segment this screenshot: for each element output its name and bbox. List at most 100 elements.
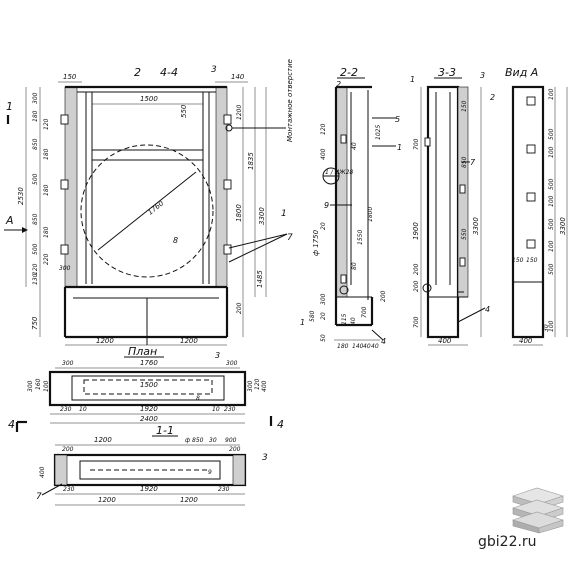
plan-bottom-dim: 10	[79, 406, 87, 413]
section-4-4: 2 4-4 3 150 140 1760 8 1500 550	[4, 59, 294, 346]
plan-view: План 3 300 1760 300 1500 100 160 300 300…	[8, 345, 284, 432]
s22-inner-dim: 1025	[375, 125, 382, 140]
s11-bottom-dim: 1920	[140, 485, 158, 493]
s22-inner-dim: 40	[350, 317, 357, 325]
left-dim: 180	[43, 226, 50, 238]
right-dim: 1200	[236, 105, 243, 120]
plan-bottom-dim: 10	[212, 406, 220, 413]
view-a-bottom-dim: 400	[519, 337, 533, 345]
diameter-line	[97, 171, 197, 251]
bottom-dim: 1200	[96, 337, 114, 345]
s22-mark: 1	[397, 143, 402, 152]
s22-inner-dim: 115	[341, 313, 348, 325]
view-a-total-dim: 3300	[559, 217, 567, 235]
dim-top-right: 140	[231, 73, 245, 81]
plan-right-dim: 300	[247, 380, 254, 392]
s22-left-dim: 120	[320, 123, 327, 135]
left-dim: 180	[43, 184, 50, 196]
view-a-title: Вид А	[505, 66, 538, 79]
leader-7	[41, 483, 63, 496]
section-1-1: 1-1 1200 ф 850 30 900 200 3 200 400 9 23…	[36, 424, 268, 506]
s11-callout-9: 9	[208, 469, 212, 476]
section-4-4-title: 4-4	[160, 66, 178, 79]
plan-bottom-dim: 1920	[140, 405, 158, 413]
s22-left-dim: 20	[320, 312, 327, 320]
s11-top-dim: 30	[209, 437, 217, 444]
s22-opening-mark	[339, 285, 349, 295]
s11-top-dim: 900	[225, 437, 237, 444]
s22-inner-dim: 700	[361, 306, 368, 318]
wall-insert	[60, 114, 69, 125]
view-a-right-dim: 100	[548, 195, 555, 207]
wall-insert	[223, 179, 232, 190]
view-a-bottom-row: 150	[526, 257, 538, 264]
view-a-right-dim: 100	[548, 88, 555, 100]
s33-bottom-dim: 400	[438, 337, 452, 345]
plan-cut-mark-left: 4	[8, 418, 15, 431]
s33-insert	[424, 137, 431, 147]
s22-inner-dim: 1550	[357, 230, 364, 245]
s33-outline	[426, 85, 460, 339]
s33-mark: 3	[480, 71, 485, 80]
s22-left-dim: 580	[309, 310, 316, 322]
s22-inner-dim: 200	[380, 290, 387, 302]
s22-wall	[335, 86, 348, 298]
left-dim: 120	[43, 118, 50, 130]
diameter-label: 1760	[146, 199, 165, 217]
plan-callout-8: 8	[196, 395, 200, 402]
right-dim: 1485	[256, 270, 264, 288]
s11-left-wall	[54, 454, 68, 486]
right-dim: 1800	[235, 204, 243, 222]
s11-left-dim: 200	[62, 446, 74, 453]
s33-left-dim: 200	[413, 263, 420, 275]
view-a-bottom-row: 150	[512, 257, 524, 264]
section-4-4-cut-mark: 3	[211, 65, 217, 75]
view-a-right-dim: 500	[548, 128, 555, 140]
s33-mark: 1	[410, 75, 415, 84]
view-a-insert	[526, 192, 536, 202]
right-dim: 200	[236, 302, 243, 314]
view-a-right-dim: 100	[548, 146, 555, 158]
view-arrow-head	[22, 227, 28, 233]
plan-bottom-dim: 230	[224, 406, 236, 413]
plan-total: 2400	[140, 415, 158, 423]
view-a-insert	[526, 96, 536, 106]
section-3-3: 3-3 1 3 2 7 8 4 700 1900 200 200 700 850…	[410, 66, 495, 346]
s11-callout-7: 7	[36, 492, 42, 502]
s22-left-dim: 300	[320, 293, 327, 305]
s22-left-dim: 50	[320, 334, 327, 342]
s33-opening-mark	[422, 283, 432, 293]
left-dim: 300	[32, 92, 39, 104]
s22-left-dim: 40	[351, 142, 358, 150]
view-a-insert	[526, 239, 536, 249]
section-3-3-title: 3-3	[438, 66, 456, 79]
wall-insert	[60, 244, 69, 255]
left-total-dim: 2530	[17, 187, 25, 205]
plan-opening	[83, 379, 213, 395]
s22-bottom-dim: 140	[352, 343, 364, 350]
s22-bottom-dim: 180	[337, 343, 349, 350]
s33-inner-dim: 150	[461, 100, 468, 112]
left-dim: 850	[32, 213, 39, 225]
plan-outline	[48, 370, 247, 407]
s11-top-dim: 1200	[94, 436, 112, 444]
mounting-note: Монтажное отверстие	[286, 59, 294, 142]
section-4-4-label-left: 2	[134, 66, 141, 79]
s11-callout-3: 3	[262, 453, 268, 463]
s22-insert	[340, 134, 347, 144]
right-dim: 1835	[247, 152, 255, 170]
s22-left-dim: 80	[351, 262, 358, 270]
section-1-1-title: 1-1	[156, 424, 174, 437]
s22-left-dim: 400	[320, 148, 327, 160]
s11-bottom-total: 1200	[180, 496, 198, 504]
plan-top-dim: 1760	[140, 359, 158, 367]
dim-550: 550	[180, 104, 188, 118]
plan-cut-mark: 3	[215, 351, 220, 360]
s33-right-dim: 3300	[472, 217, 480, 235]
s33-mark: 2	[490, 93, 495, 102]
dim-top-left: 150	[63, 73, 77, 81]
left-dim: 130	[32, 273, 39, 285]
callout-7: 7	[287, 233, 293, 243]
view-a-insert	[526, 144, 536, 154]
stacked-slabs-icon	[512, 487, 564, 534]
